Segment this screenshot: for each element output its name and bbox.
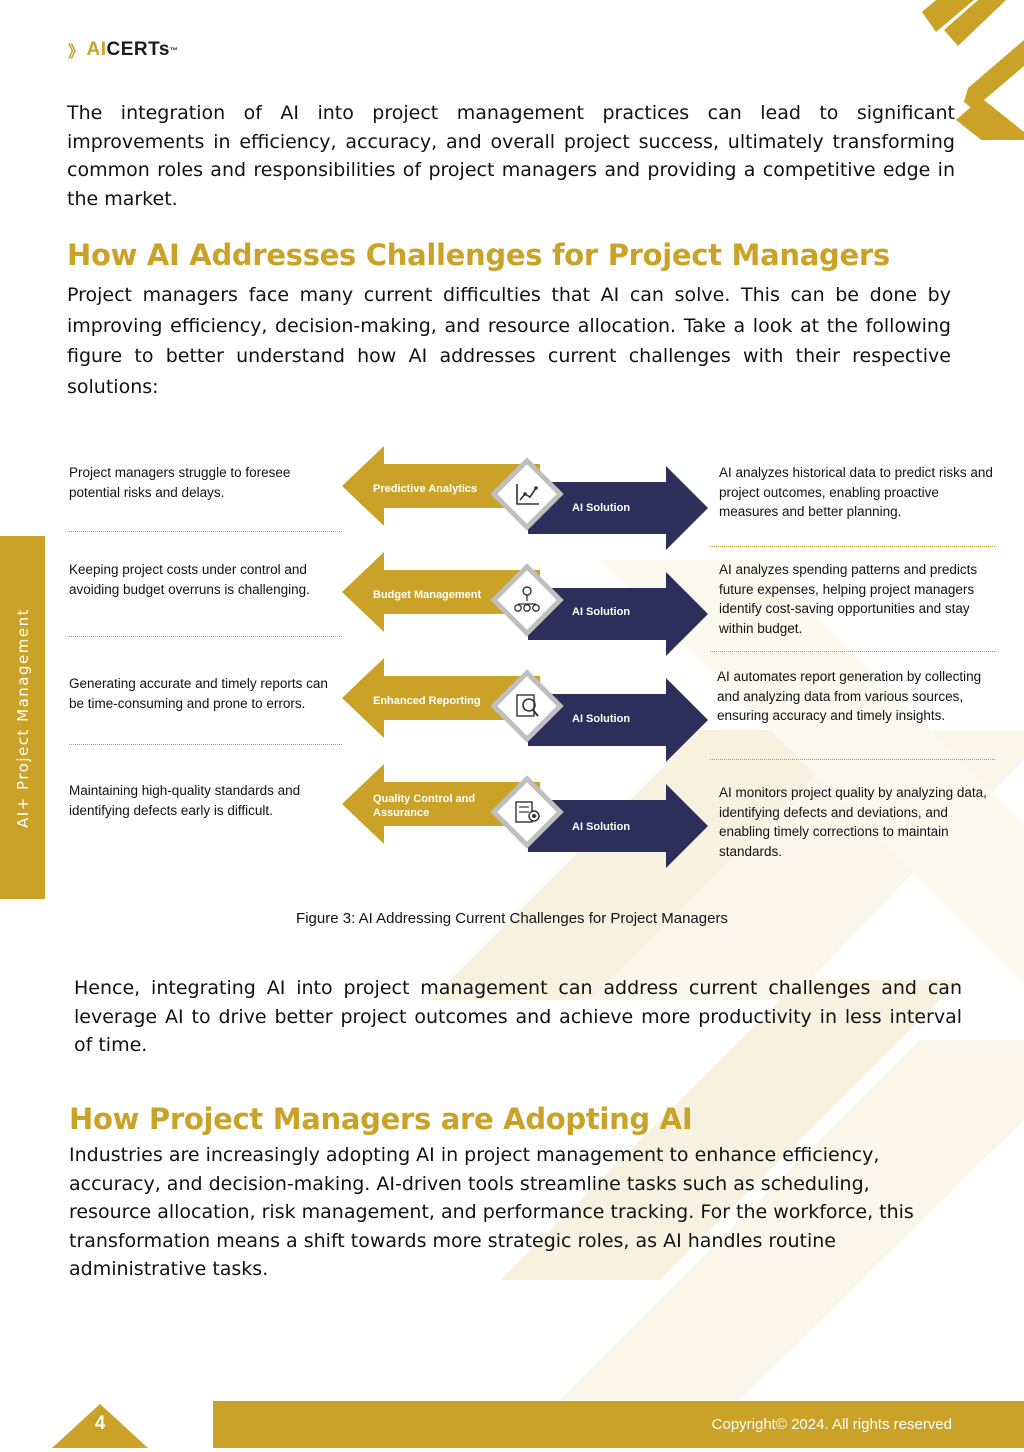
challenge-text-3: Generating accurate and timely reports c…: [69, 676, 328, 711]
challenge-arrow-gold-4: [342, 764, 540, 844]
challenge-text-1: Project managers struggle to foresee pot…: [69, 465, 291, 500]
logo-certs-text: CERTs: [106, 39, 170, 60]
section1-paragraph: Project managers face many current diffi…: [67, 284, 951, 398]
logo-trademark: ™: [169, 45, 179, 55]
divider-left-3: [69, 744, 342, 745]
conclusion-paragraph: Hence, integrating AI into project manag…: [74, 977, 962, 1056]
report-search-icon: [490, 669, 564, 743]
logo-arrow-icon: 》: [68, 44, 85, 61]
intro-paragraph: The integration of AI into project manag…: [67, 102, 955, 210]
divider-right-3: [710, 759, 995, 760]
challenge-arrow-row-2: [342, 552, 708, 656]
quality-certificate-icon: [490, 775, 564, 849]
solution-text-2: AI analyzes spending patterns and predic…: [719, 562, 978, 636]
solution-text-1: AI analyzes historical data to predict r…: [719, 465, 993, 519]
section2-heading: How Project Managers are Adopting AI: [69, 1102, 693, 1136]
solution-arrow-navy-4: [528, 784, 708, 868]
challenge-arrow-gold-3: [342, 658, 540, 738]
solution-text-4: AI monitors project quality by analyzing…: [719, 785, 987, 859]
category-label-2: Budget Management: [373, 589, 482, 601]
page-number: 4: [94, 1413, 106, 1434]
challenge-arrow-row-1: [342, 446, 708, 550]
analytics-chart-icon: [490, 457, 564, 531]
solution-arrow-navy-1: [528, 466, 708, 550]
budget-network-icon: [490, 563, 564, 637]
ai-solution-label-2: AI Solution: [572, 606, 631, 618]
challenge-text-4: Maintaining high-quality standards and i…: [69, 783, 301, 818]
solution-text-3: AI automates report generation by collec…: [717, 669, 982, 723]
section1-heading: How AI Addresses Challenges for Project …: [67, 238, 890, 272]
section2-paragraph: Industries are increasingly adopting AI …: [69, 1144, 914, 1280]
ai-solution-label-3: AI Solution: [572, 713, 631, 725]
side-tab-label: AI+ Project Management: [13, 607, 32, 828]
challenge-text-2: Keeping project costs under control and …: [69, 562, 310, 597]
footer-copyright: Copyright© 2024. All rights reserved: [711, 1416, 952, 1433]
challenge-arrow-gold-2: [342, 552, 540, 632]
challenge-arrow-row-3: [342, 658, 708, 762]
page-number-triangle: [52, 1404, 148, 1448]
divider-left-1: [69, 531, 342, 532]
ai-solution-label-4: AI Solution: [572, 821, 631, 833]
solution-arrow-navy-3: [528, 678, 708, 762]
figure-caption: Figure 3: AI Addressing Current Challeng…: [296, 910, 728, 927]
challenge-arrow-gold-1: [342, 446, 540, 526]
ai-solution-label-1: AI Solution: [572, 502, 631, 514]
category-label-1: Predictive Analytics: [373, 483, 478, 495]
side-tab: AI+ Project Management: [0, 536, 45, 899]
divider-left-2: [69, 636, 342, 637]
figure-arrows: [342, 446, 708, 868]
divider-right-2: [710, 651, 995, 652]
logo-ai-text: AI: [86, 39, 107, 60]
footer-bar: [213, 1401, 1024, 1448]
category-label-3: Enhanced Reporting: [373, 695, 481, 707]
category-label-4: Quality Control and Assurance: [373, 793, 476, 819]
challenge-arrow-row-4: [342, 764, 708, 868]
solution-arrow-navy-2: [528, 572, 708, 656]
page-number-badge: 4: [52, 1404, 148, 1448]
divider-right-1: [710, 546, 995, 547]
